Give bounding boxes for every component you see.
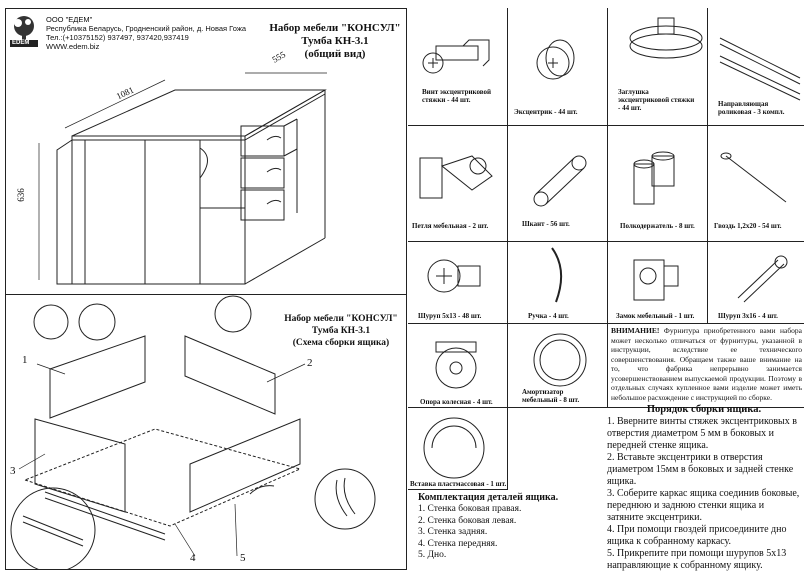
kit-item: 5. Дно. xyxy=(418,550,447,560)
kit-item: 1. Стенка боковая правая. xyxy=(418,504,522,514)
part-plastic-insert: Вставка пластмассовая - 1 шт. xyxy=(408,408,508,490)
part-label: Полкодержатель - 8 шт. xyxy=(620,222,695,230)
company-address: Республика Беларусь, Гродненский район, … xyxy=(46,24,247,33)
cabinet-drawing xyxy=(38,72,327,285)
company-phone: Тел.:(+10375152) 937497, 937420,937419 xyxy=(46,33,189,42)
left-bottom-panel xyxy=(5,294,407,570)
part-label: Заглушка эксцентриковой стяжки - 44 шт. xyxy=(618,88,695,112)
part-dowel: Шкант - 56 шт. xyxy=(508,126,608,242)
part-label: Ручка - 4 шт. xyxy=(528,312,569,320)
part-label: Амортизатор мебельный - 8 шт. xyxy=(522,388,580,404)
assembly-title-line2: Тумба КН-3.1 xyxy=(311,326,371,336)
parts-grid: Винт эксцентриковой стяжки - 44 шт. Эксц… xyxy=(408,8,804,570)
callout-3: 1 xyxy=(22,354,28,366)
part-label: Петля мебельная - 2 шт. xyxy=(412,222,489,230)
kit-title: Комплектация деталей ящика. xyxy=(418,492,559,503)
part-plug: Заглушка эксцентриковой стяжки - 44 шт. xyxy=(608,8,708,126)
top-title-line1: Набор мебели "КОНСУЛ" xyxy=(269,22,401,34)
warning-box: ВНИМАНИЕ! Фурнитура приобретенного вами … xyxy=(608,324,804,408)
order-step: 5. Прикрепите при помощи шурупов 5x13 на… xyxy=(607,548,787,571)
part-lock: Замок мебельный - 1 шт. xyxy=(608,242,708,324)
part-label: Шкант - 56 шт. xyxy=(522,220,570,228)
part-label: Винт эксцентриковой стяжки - 44 шт. xyxy=(422,88,492,104)
part-label: Шуруп 5x13 - 48 шт. xyxy=(418,312,482,320)
logo-text: EDEM xyxy=(12,40,30,46)
part-hinge: Петля мебельная - 2 шт. xyxy=(408,126,508,242)
dim-height: 636 xyxy=(15,188,26,202)
part-eccentric-screw: Винт эксцентриковой стяжки - 44 шт. xyxy=(408,8,508,126)
top-title: Набор мебели "КОНСУЛ" Тумба КН-3.1 (общи… xyxy=(265,22,405,61)
part-caster: Опора колесная - 4 шт. xyxy=(408,324,508,408)
part-label: Вставка пластмассовая - 1 шт. xyxy=(410,480,507,488)
drawer-assembly-drawing xyxy=(10,295,376,570)
callout-1: 2 xyxy=(307,357,313,369)
top-title-line2: Тумба КН-3.1 xyxy=(301,35,369,47)
part-label: Замок мебельный - 1 шт. xyxy=(616,312,695,320)
kit-item: 2. Стенка боковая левая. xyxy=(418,515,517,526)
warning-text: Фурнитура приобретенного вами набора мож… xyxy=(611,326,802,402)
part-nail: Гвоздь 1,2x20 - 54 шт. xyxy=(708,126,804,242)
company-logo: EDEM xyxy=(8,14,40,48)
order-step: 1. Вверните винты стяжек эксцентриковых … xyxy=(607,416,797,451)
part-roller-guide: Направляющая роликовая - 3 компл. xyxy=(708,8,804,126)
part-label: Эксцентрик - 44 шт. xyxy=(514,108,578,116)
part-label: Опора колесная - 4 шт. xyxy=(420,398,493,406)
part-label: Направляющая роликовая - 3 компл. xyxy=(718,100,785,116)
part-shelf-support: Полкодержатель - 8 шт. xyxy=(608,126,708,242)
part-screw-3x16: Шуруп 3x16 - 4 шт. xyxy=(708,242,804,324)
assembly-title-line1: Набор мебели "КОНСУЛ" xyxy=(284,314,398,324)
part-handle: Ручка - 4 шт. xyxy=(508,242,608,324)
order-step: 2. Вставьте эксцентрики в отверстия диам… xyxy=(607,452,794,487)
part-damper: Амортизатор мебельный - 8 шт. xyxy=(508,324,608,408)
assembly-order: Порядок сборки ящика. 1. Вверните винты … xyxy=(607,403,801,572)
kit-item: 3. Стенка задняя. xyxy=(418,527,488,537)
company-name: ООО "ЕДЕМ" xyxy=(46,15,93,24)
part-eccentric: Эксцентрик - 44 шт. xyxy=(508,8,608,126)
kit-list: Комплектация деталей ящика. 1. Стенка бо… xyxy=(418,492,598,562)
top-title-line3: (общий вид) xyxy=(304,48,366,60)
company-info: ООО "ЕДЕМ" Республика Беларусь, Гродненс… xyxy=(46,15,246,51)
part-label: Гвоздь 1,2x20 - 54 шт. xyxy=(714,222,782,230)
kit-item: 4. Стенка передняя. xyxy=(418,538,498,549)
callout-5: 4 xyxy=(190,552,196,564)
company-site: WWW.edem.biz xyxy=(46,42,100,51)
part-label: Шуруп 3x16 - 4 шт. xyxy=(718,312,778,320)
callout-2: 3 xyxy=(10,465,16,477)
warning-head: ВНИМАНИЕ! xyxy=(611,326,660,335)
callout-4: 5 xyxy=(240,552,246,564)
assembly-title: Набор мебели "КОНСУЛ" Тумба КН-3.1 (Схем… xyxy=(280,313,402,349)
order-step: 4. При помощи гвоздей присоедините дно я… xyxy=(607,524,787,547)
order-step: 3. Соберите каркас ящика соединив боковы… xyxy=(607,488,800,523)
order-title: Порядок сборки ящика. xyxy=(646,404,762,415)
part-screw-5x13: Шуруп 5x13 - 48 шт. xyxy=(408,242,508,324)
assembly-title-line3: (Схема сборки ящика) xyxy=(292,338,390,348)
